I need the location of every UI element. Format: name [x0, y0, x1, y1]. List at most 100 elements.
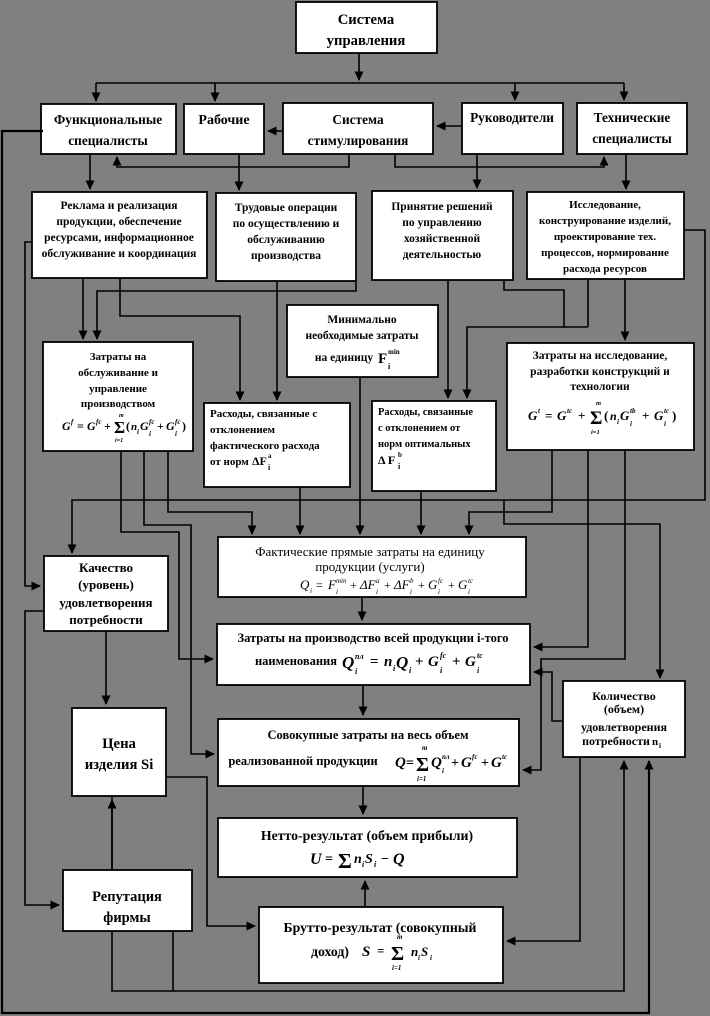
- svg-text:fc: fc: [440, 651, 447, 660]
- svg-text:+: +: [157, 419, 164, 433]
- svg-text:Σ: Σ: [391, 943, 404, 965]
- svg-text:n: n: [610, 409, 617, 423]
- svg-text:(: (: [126, 419, 130, 433]
- svg-text:Q: Q: [431, 755, 442, 771]
- svg-text:G: G: [620, 408, 630, 423]
- svg-text:−: −: [381, 852, 389, 867]
- svg-text:m: m: [119, 413, 124, 419]
- svg-text:i: i: [398, 462, 401, 471]
- svg-text:=: =: [370, 654, 379, 670]
- svg-text:фирмы: фирмы: [103, 910, 150, 926]
- svg-text:продукции (услуги): продукции (услуги): [315, 559, 424, 574]
- svg-text:Реклама и реализация: Реклама и реализация: [61, 200, 178, 212]
- svg-text:Затраты на производство всей п: Затраты на производство всей продукции i…: [237, 631, 508, 645]
- svg-text:tc: tc: [502, 753, 507, 761]
- svg-text:i: i: [388, 362, 391, 371]
- svg-text:i: i: [175, 430, 177, 438]
- svg-text:fc: fc: [472, 753, 477, 761]
- svg-text:+: +: [350, 578, 357, 592]
- svg-text:потребности: потребности: [69, 612, 143, 627]
- svg-text:доход): доход): [311, 944, 349, 960]
- svg-text:i: i: [393, 664, 396, 673]
- svg-text:стимулирования: стимулирования: [308, 133, 409, 148]
- svg-text:Q: Q: [393, 851, 405, 868]
- svg-text:Σ: Σ: [416, 754, 429, 776]
- svg-text:+: +: [451, 756, 459, 771]
- svg-text:a: a: [376, 577, 380, 585]
- svg-text:=: =: [316, 578, 323, 592]
- svg-text:Q: Q: [396, 653, 408, 672]
- svg-text:=: =: [406, 756, 414, 771]
- svg-text:Q: Q: [395, 755, 406, 771]
- svg-text:tb: tb: [630, 407, 636, 415]
- svg-text:конструирование изделий,: конструирование изделий,: [539, 215, 671, 227]
- svg-text:n: n: [354, 852, 362, 867]
- svg-text:специалисты: специалисты: [68, 133, 148, 148]
- svg-text:+: +: [384, 578, 391, 592]
- svg-text:по управлению: по управлению: [402, 217, 482, 229]
- svg-text:n: n: [384, 654, 392, 670]
- svg-text:Δ F: Δ F: [378, 453, 395, 467]
- svg-text:tc: tc: [664, 407, 669, 415]
- svg-text:G: G: [654, 408, 664, 423]
- svg-text:b: b: [398, 451, 402, 459]
- svg-text:управление: управление: [89, 383, 147, 395]
- svg-text:i: i: [374, 860, 377, 869]
- svg-text:i: i: [617, 418, 619, 426]
- svg-text:процессов, нормирование: процессов, нормирование: [541, 247, 669, 259]
- svg-text:(: (: [604, 408, 608, 423]
- svg-text:fc: fc: [96, 418, 101, 426]
- svg-text:a: a: [268, 452, 272, 460]
- svg-text:Затраты на исследование,: Затраты на исследование,: [533, 350, 668, 362]
- svg-text:+: +: [642, 408, 649, 423]
- svg-text:i: i: [376, 588, 378, 596]
- svg-text:проектирование тех.: проектирование тех.: [554, 231, 657, 243]
- svg-text:n: n: [652, 736, 658, 748]
- svg-text:Σ: Σ: [338, 849, 352, 873]
- svg-text:S: S: [362, 944, 370, 960]
- svg-text:i: i: [438, 588, 440, 596]
- svg-text:F: F: [327, 577, 337, 592]
- svg-text:=: =: [325, 852, 333, 867]
- svg-text:n: n: [131, 421, 137, 433]
- svg-text:Расходы, связанные с: Расходы, связанные с: [210, 408, 317, 420]
- svg-text:обслуживание и координация: обслуживание и координация: [42, 248, 197, 260]
- svg-text:G: G: [428, 577, 438, 592]
- svg-text:i: i: [477, 666, 480, 675]
- svg-text:i: i: [664, 420, 666, 428]
- svg-text:G: G: [458, 577, 468, 592]
- svg-text:fc: fc: [149, 418, 154, 426]
- svg-text:i: i: [149, 430, 151, 438]
- svg-text:отклонением: отклонением: [210, 424, 276, 436]
- svg-text:n: n: [411, 944, 418, 959]
- svg-text:min: min: [388, 348, 400, 356]
- svg-text:G: G: [465, 654, 476, 670]
- svg-text:пл: пл: [355, 652, 364, 661]
- svg-text:i: i: [310, 587, 312, 595]
- svg-text:+: +: [452, 654, 461, 670]
- svg-text:i: i: [410, 588, 412, 596]
- svg-text:с отклонением от: с отклонением от: [378, 423, 461, 434]
- svg-text:b: b: [410, 577, 414, 585]
- svg-text:Q: Q: [300, 577, 310, 592]
- svg-text:Система: Система: [338, 12, 395, 28]
- svg-text:tc: tc: [567, 407, 572, 415]
- svg-text:f: f: [71, 418, 74, 426]
- svg-text:i: i: [268, 463, 271, 472]
- svg-text:G: G: [528, 408, 538, 423]
- svg-text:fc: fc: [438, 577, 444, 585]
- svg-text:ресурсами, информационное: ресурсами, информационное: [44, 232, 194, 244]
- svg-text:пл: пл: [442, 753, 450, 761]
- svg-text:ΔF: ΔF: [252, 454, 267, 468]
- svg-text:Трудовые операции: Трудовые операции: [235, 202, 338, 214]
- svg-text:ΔF: ΔF: [359, 577, 377, 592]
- svg-text:i: i: [362, 860, 365, 869]
- svg-text:i=1: i=1: [115, 438, 123, 444]
- svg-text:=: =: [77, 419, 84, 433]
- svg-text:i: i: [336, 588, 338, 596]
- svg-text:Затраты на: Затраты на: [90, 351, 147, 363]
- svg-text:Расходы, связанные: Расходы, связанные: [378, 407, 473, 418]
- svg-text:G: G: [166, 419, 175, 433]
- svg-text:G: G: [428, 654, 439, 670]
- svg-text:Руководители: Руководители: [470, 110, 554, 125]
